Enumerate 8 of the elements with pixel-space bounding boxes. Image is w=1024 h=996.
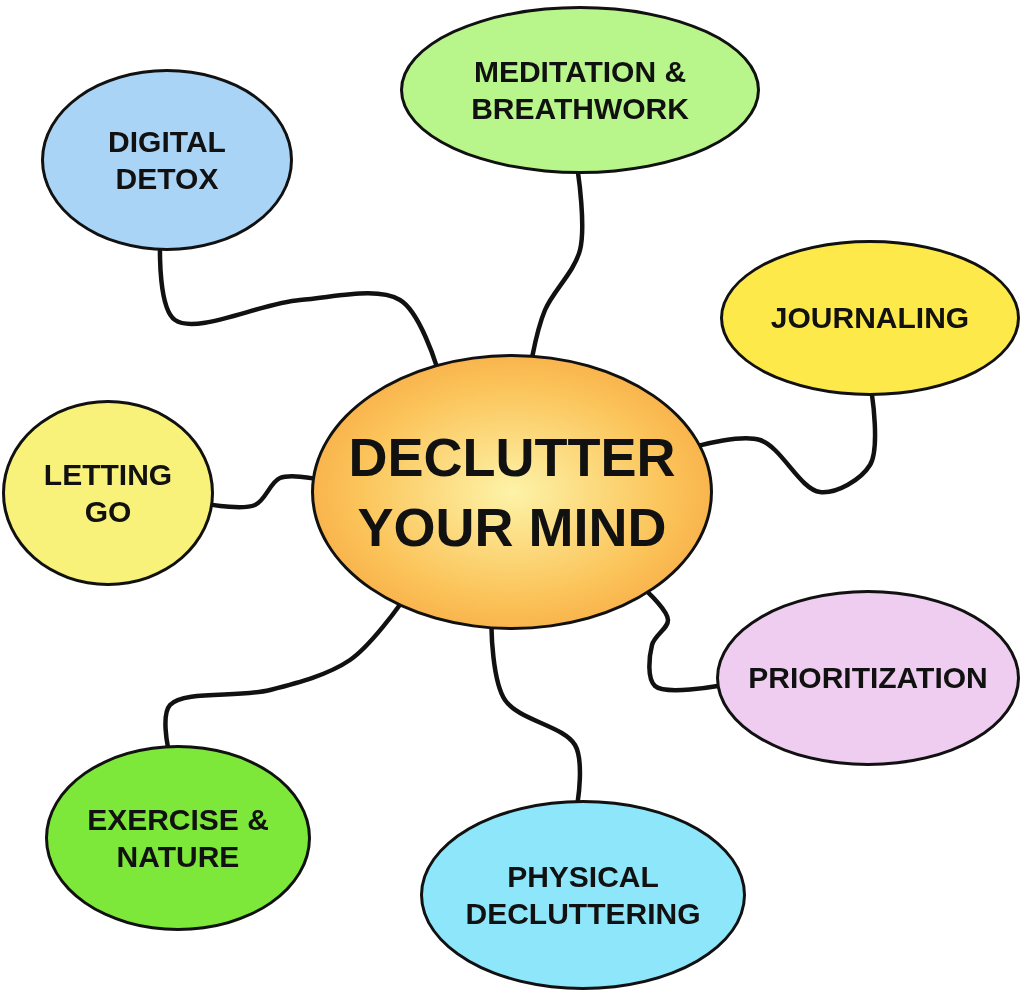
topic-label: LETTING GO (42, 456, 174, 530)
topic-label: EXERCISE & NATURE (86, 801, 270, 875)
topic-label: PRIORITIZATION (747, 660, 989, 697)
topic-label: DIGITAL DETOX (107, 123, 227, 197)
topic-label: MEDITATION & BREATHWORK (470, 53, 690, 127)
topic-label: JOURNALING (769, 300, 971, 337)
central-topic-label: DECLUTTER YOUR MIND (347, 425, 677, 559)
topic-label: PHYSICAL DECLUTTERING (464, 858, 702, 932)
